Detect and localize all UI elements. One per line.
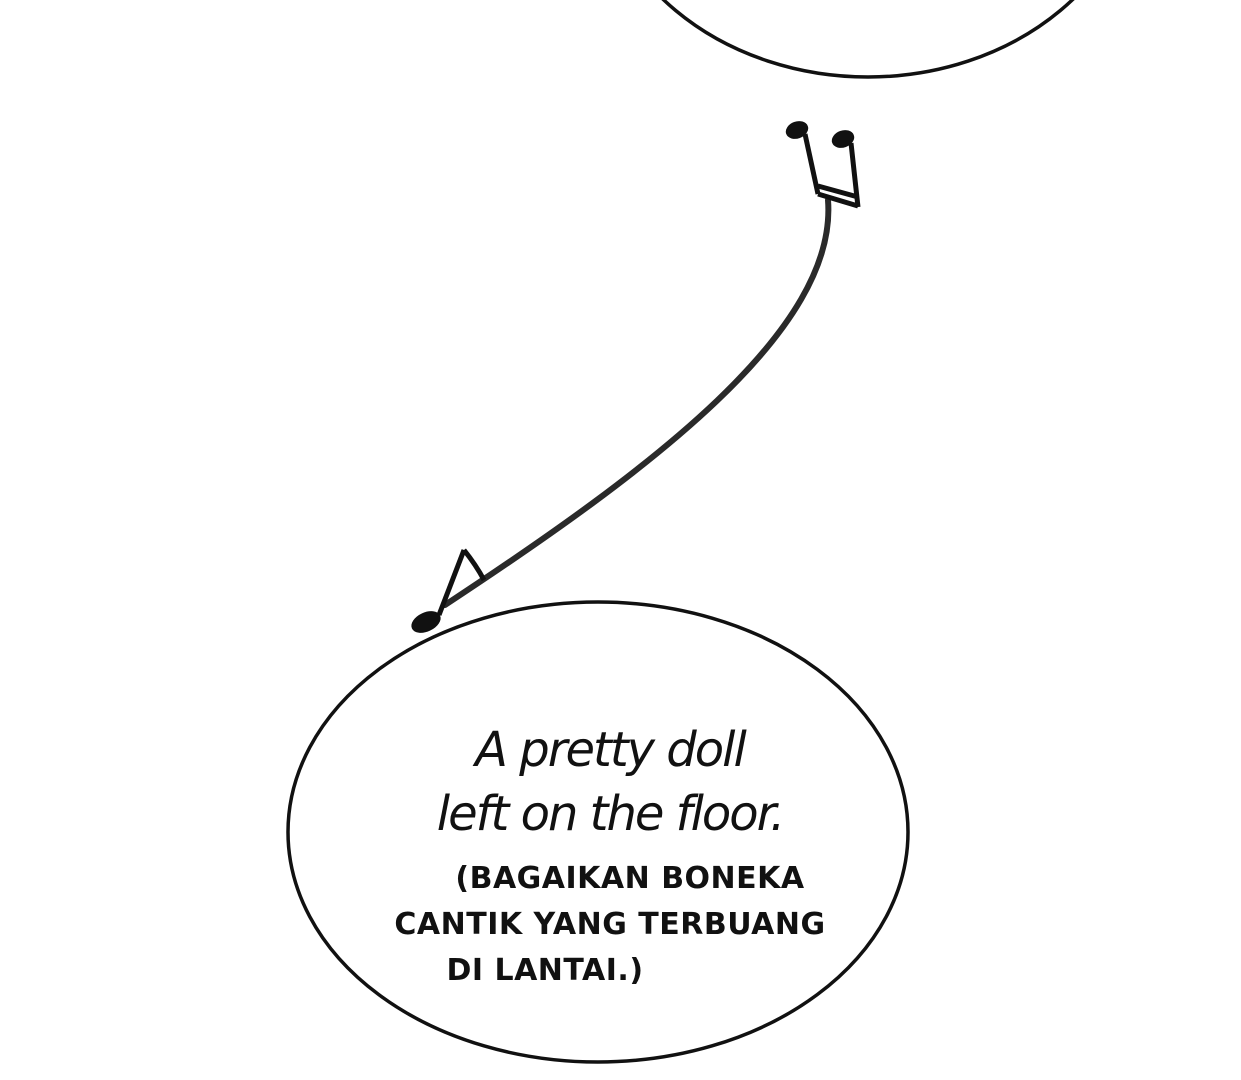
translation-text: (BAGAIKAN BONEKA CANTIK YANG TERBUANG DI… xyxy=(330,856,890,994)
translation-line-1: (BAGAIKAN BONEKA xyxy=(455,861,805,896)
eighth-note-icon xyxy=(411,548,487,633)
speech-bubble-text: A pretty doll left on the floor. (BAGAIK… xyxy=(330,718,890,994)
music-trail-line xyxy=(442,197,832,608)
translation-line-3: DI LANTAI.) xyxy=(446,953,644,988)
english-line-1: A pretty doll xyxy=(475,722,747,778)
beamed-sixteenth-notes-icon xyxy=(785,121,861,209)
speech-bubble xyxy=(286,600,910,1064)
upper-speech-bubble xyxy=(661,0,1075,79)
translation-line-2: CANTIK YANG TERBUANG xyxy=(394,907,826,942)
english-line-2: left on the floor. xyxy=(436,786,785,842)
